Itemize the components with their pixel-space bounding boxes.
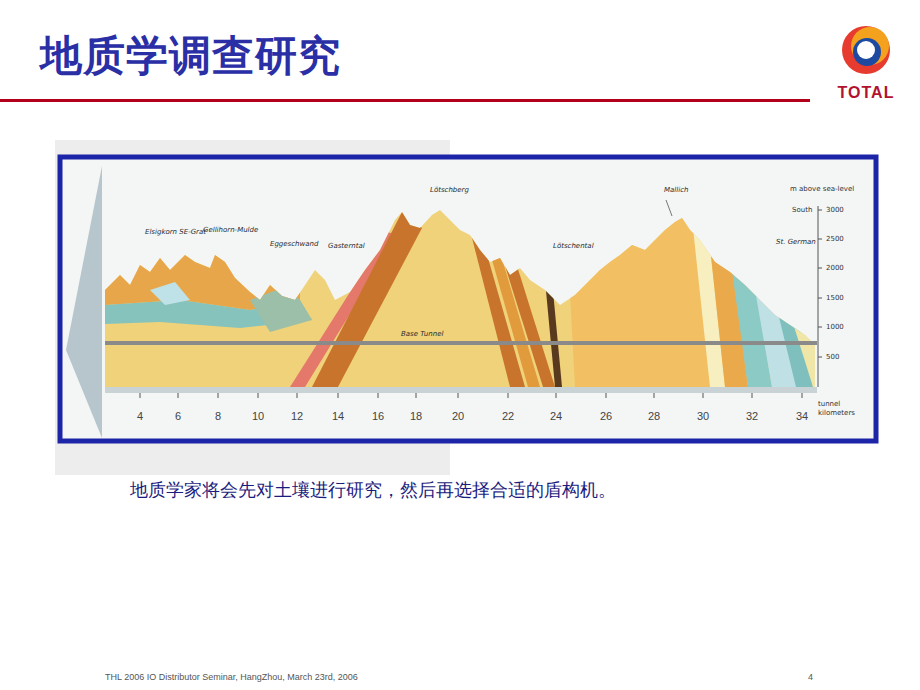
illustration-part xyxy=(851,27,889,65)
illustration-part xyxy=(100,190,820,390)
illustration-part xyxy=(378,393,379,398)
axis-title: South xyxy=(792,206,812,214)
km-number: 26 xyxy=(600,410,612,422)
figure-ground xyxy=(60,157,876,441)
place-label: Lötschental xyxy=(553,242,594,250)
km-number: 6 xyxy=(175,410,181,422)
peak-marker xyxy=(666,200,672,216)
km-number: 20 xyxy=(452,410,464,422)
illustration-part xyxy=(250,285,312,332)
header-rule xyxy=(0,99,810,102)
illustration-part xyxy=(258,393,259,398)
elevation-number: 500 xyxy=(826,353,839,361)
km-number: 18 xyxy=(410,410,422,422)
place-label: Gasterntal xyxy=(328,242,365,250)
km-number: 22 xyxy=(502,410,514,422)
footer-note: THL 2006 IO Distributor Seminar, HangZho… xyxy=(105,672,358,682)
illustration-part xyxy=(752,393,753,398)
km-number: 8 xyxy=(215,410,221,422)
illustration-part xyxy=(500,250,555,387)
axis-title: m above sea-level xyxy=(790,185,854,193)
caption: 地质学家将会先对土壤进行研究，然后再选择合适的盾构机。 xyxy=(130,478,616,502)
illustration-part xyxy=(818,268,822,269)
tunnel-label: Base Tunnel xyxy=(400,330,444,338)
illustration-part xyxy=(458,393,459,398)
illustration-part xyxy=(818,298,822,299)
illustration-part xyxy=(725,220,772,387)
km-number: 34 xyxy=(796,410,808,422)
elevation-number: 1500 xyxy=(826,294,844,302)
illustration-part xyxy=(802,393,803,398)
illustration-part xyxy=(545,280,562,387)
illustration-part xyxy=(565,200,712,387)
elevation-number: 1000 xyxy=(826,323,844,331)
illustration-part xyxy=(312,212,422,387)
elevation-number: 2000 xyxy=(826,264,844,272)
rock-layers xyxy=(100,190,820,390)
km-number: 32 xyxy=(746,410,758,422)
illustration-part xyxy=(508,393,509,398)
km-number: 14 xyxy=(332,410,344,422)
illustration-part xyxy=(792,320,815,387)
km-number: 10 xyxy=(252,410,264,422)
place-label: Eggeschwand xyxy=(270,240,318,248)
illustration-part xyxy=(218,393,219,398)
illustration-part xyxy=(818,327,822,328)
logo-text: TOTAL xyxy=(838,84,895,102)
slide-title: 地质学调查研究 xyxy=(40,28,341,84)
illustration-part xyxy=(485,235,540,387)
illustration-part xyxy=(338,393,339,398)
place-label: Lötschberg xyxy=(430,186,469,194)
illustration-part xyxy=(654,393,655,398)
elevation-scale xyxy=(818,206,822,387)
illustration-part xyxy=(818,210,822,211)
illustration-part xyxy=(818,206,819,387)
illustration-part xyxy=(416,393,417,398)
axis-unit: tunnel xyxy=(818,400,840,408)
page-number: 4 xyxy=(808,672,813,682)
illustration-part xyxy=(818,239,822,240)
km-number: 24 xyxy=(550,410,562,422)
illustration-part xyxy=(140,393,141,398)
km-number: 30 xyxy=(697,410,709,422)
place-label: Gellihorn-Mulde xyxy=(203,226,258,234)
illustration-part xyxy=(178,393,179,398)
km-number: 12 xyxy=(291,410,303,422)
km-number: 28 xyxy=(648,410,660,422)
axis-ticks xyxy=(140,393,802,398)
place-label: Mallich xyxy=(664,186,688,194)
axis-unit: kilometers xyxy=(818,409,855,417)
km-number: 16 xyxy=(372,410,384,422)
illustration-part xyxy=(818,357,822,358)
arrow-shape xyxy=(66,166,102,438)
axis-band xyxy=(105,387,817,393)
illustration-part xyxy=(297,393,298,398)
elevation-number: 2500 xyxy=(826,235,844,243)
km-number: 4 xyxy=(137,410,143,422)
logo-mark xyxy=(842,26,890,74)
illustration-part xyxy=(853,38,881,66)
place-label: St. German xyxy=(776,238,816,246)
illustration-part xyxy=(842,26,890,74)
illustration-part xyxy=(150,282,190,305)
illustration-part xyxy=(770,280,813,387)
illustration-part xyxy=(556,393,557,398)
illustration-part xyxy=(606,393,607,398)
illustration-part xyxy=(748,250,796,387)
figure-frame xyxy=(60,157,876,441)
tunnel-line xyxy=(105,341,817,345)
illustration-part xyxy=(703,393,704,398)
place-label: Elsigkorn SE-Grat xyxy=(145,228,206,236)
illustration-part xyxy=(857,41,875,59)
elevation-number: 3000 xyxy=(826,206,844,214)
